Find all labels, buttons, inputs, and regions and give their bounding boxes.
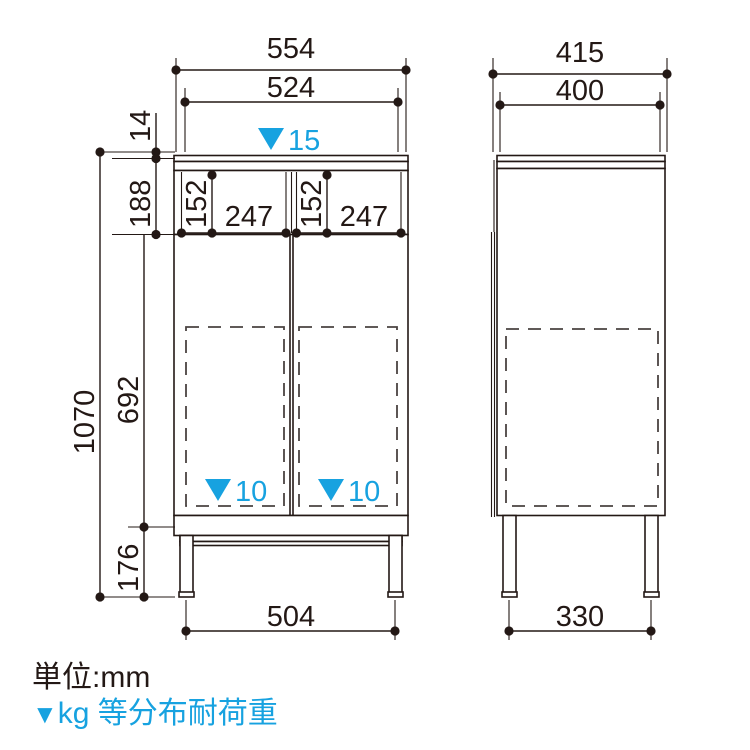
- load-label-15: 15: [288, 125, 320, 157]
- legend-load: ▼kg 等分布耐荷重: [32, 698, 278, 730]
- dim-side-overall-depth: 415: [488, 37, 672, 152]
- load-marker-shelf-right: 10: [318, 476, 380, 508]
- front-cabinet-body: [173, 233, 409, 517]
- dim-label-524: 524: [267, 72, 315, 104]
- side-shelf-outline: [505, 328, 659, 507]
- load-triangle-icon: [258, 128, 284, 150]
- front-top-panel: [173, 154, 409, 172]
- legend-units: 単位:mm: [32, 661, 151, 694]
- dim-label-188: 188: [125, 180, 157, 228]
- load-triangle-icon: [318, 479, 344, 501]
- dim-label-554: 554: [267, 33, 315, 65]
- dim-label-152-right: 152: [296, 180, 328, 228]
- dim-front-top-gap: 14: [112, 110, 175, 164]
- front-shelf-outline-right: [298, 326, 398, 507]
- dim-front-bottom-width: 504: [181, 600, 400, 640]
- side-view-geometry: [490, 154, 666, 598]
- dim-front-body-height: 692: [113, 234, 175, 532]
- dim-label-504: 504: [267, 601, 315, 633]
- dim-front-overall-height: 1070: [69, 147, 175, 602]
- load-label-10-right: 10: [348, 476, 380, 508]
- dim-front-overall-width: 554: [171, 33, 411, 152]
- dim-front-drawer-band: 188: [112, 158, 175, 240]
- dim-label-400: 400: [556, 75, 604, 107]
- dim-drawer-right: 152 247: [291, 170, 406, 238]
- load-marker-top: 15: [258, 125, 320, 157]
- load-triangle-icon: ▼: [32, 699, 58, 730]
- side-top-panel: [496, 154, 666, 170]
- load-marker-shelf-left: 10: [205, 476, 267, 508]
- dim-drawer-left: 152 247: [176, 170, 291, 238]
- dim-label-247-right: 247: [340, 201, 388, 233]
- load-label-10-left: 10: [235, 476, 267, 508]
- side-base-and-legs: [501, 514, 660, 598]
- legend: 単位:mm ▼kg 等分布耐荷重: [32, 661, 278, 731]
- front-view-geometry: [173, 154, 409, 598]
- load-triangle-icon: [205, 479, 231, 501]
- dim-label-176: 176: [113, 544, 145, 592]
- dim-label-415: 415: [556, 37, 604, 69]
- dim-label-692: 692: [113, 376, 145, 424]
- front-base-and-legs: [173, 514, 409, 598]
- dim-front-inner-width: 524: [180, 72, 403, 152]
- dim-label-152-left: 152: [181, 180, 213, 228]
- front-view-dimensions: 554 524 15: [69, 33, 411, 640]
- dim-label-247-left: 247: [225, 201, 273, 233]
- side-cabinet-body: [490, 160, 666, 517]
- dim-label-1070: 1070: [69, 390, 101, 455]
- legend-load-text: kg 等分布耐荷重: [57, 697, 278, 731]
- dim-label-14: 14: [125, 110, 157, 142]
- dim-front-leg-height: 176: [113, 527, 149, 602]
- side-view-dimensions: 415 400 330: [488, 37, 672, 640]
- dim-label-330: 330: [556, 601, 604, 633]
- front-shelf-outline-left: [185, 326, 285, 507]
- dim-side-inner-depth: 400: [495, 75, 665, 152]
- dim-side-bottom-depth: 330: [504, 600, 656, 640]
- front-drawer-band: [173, 169, 409, 236]
